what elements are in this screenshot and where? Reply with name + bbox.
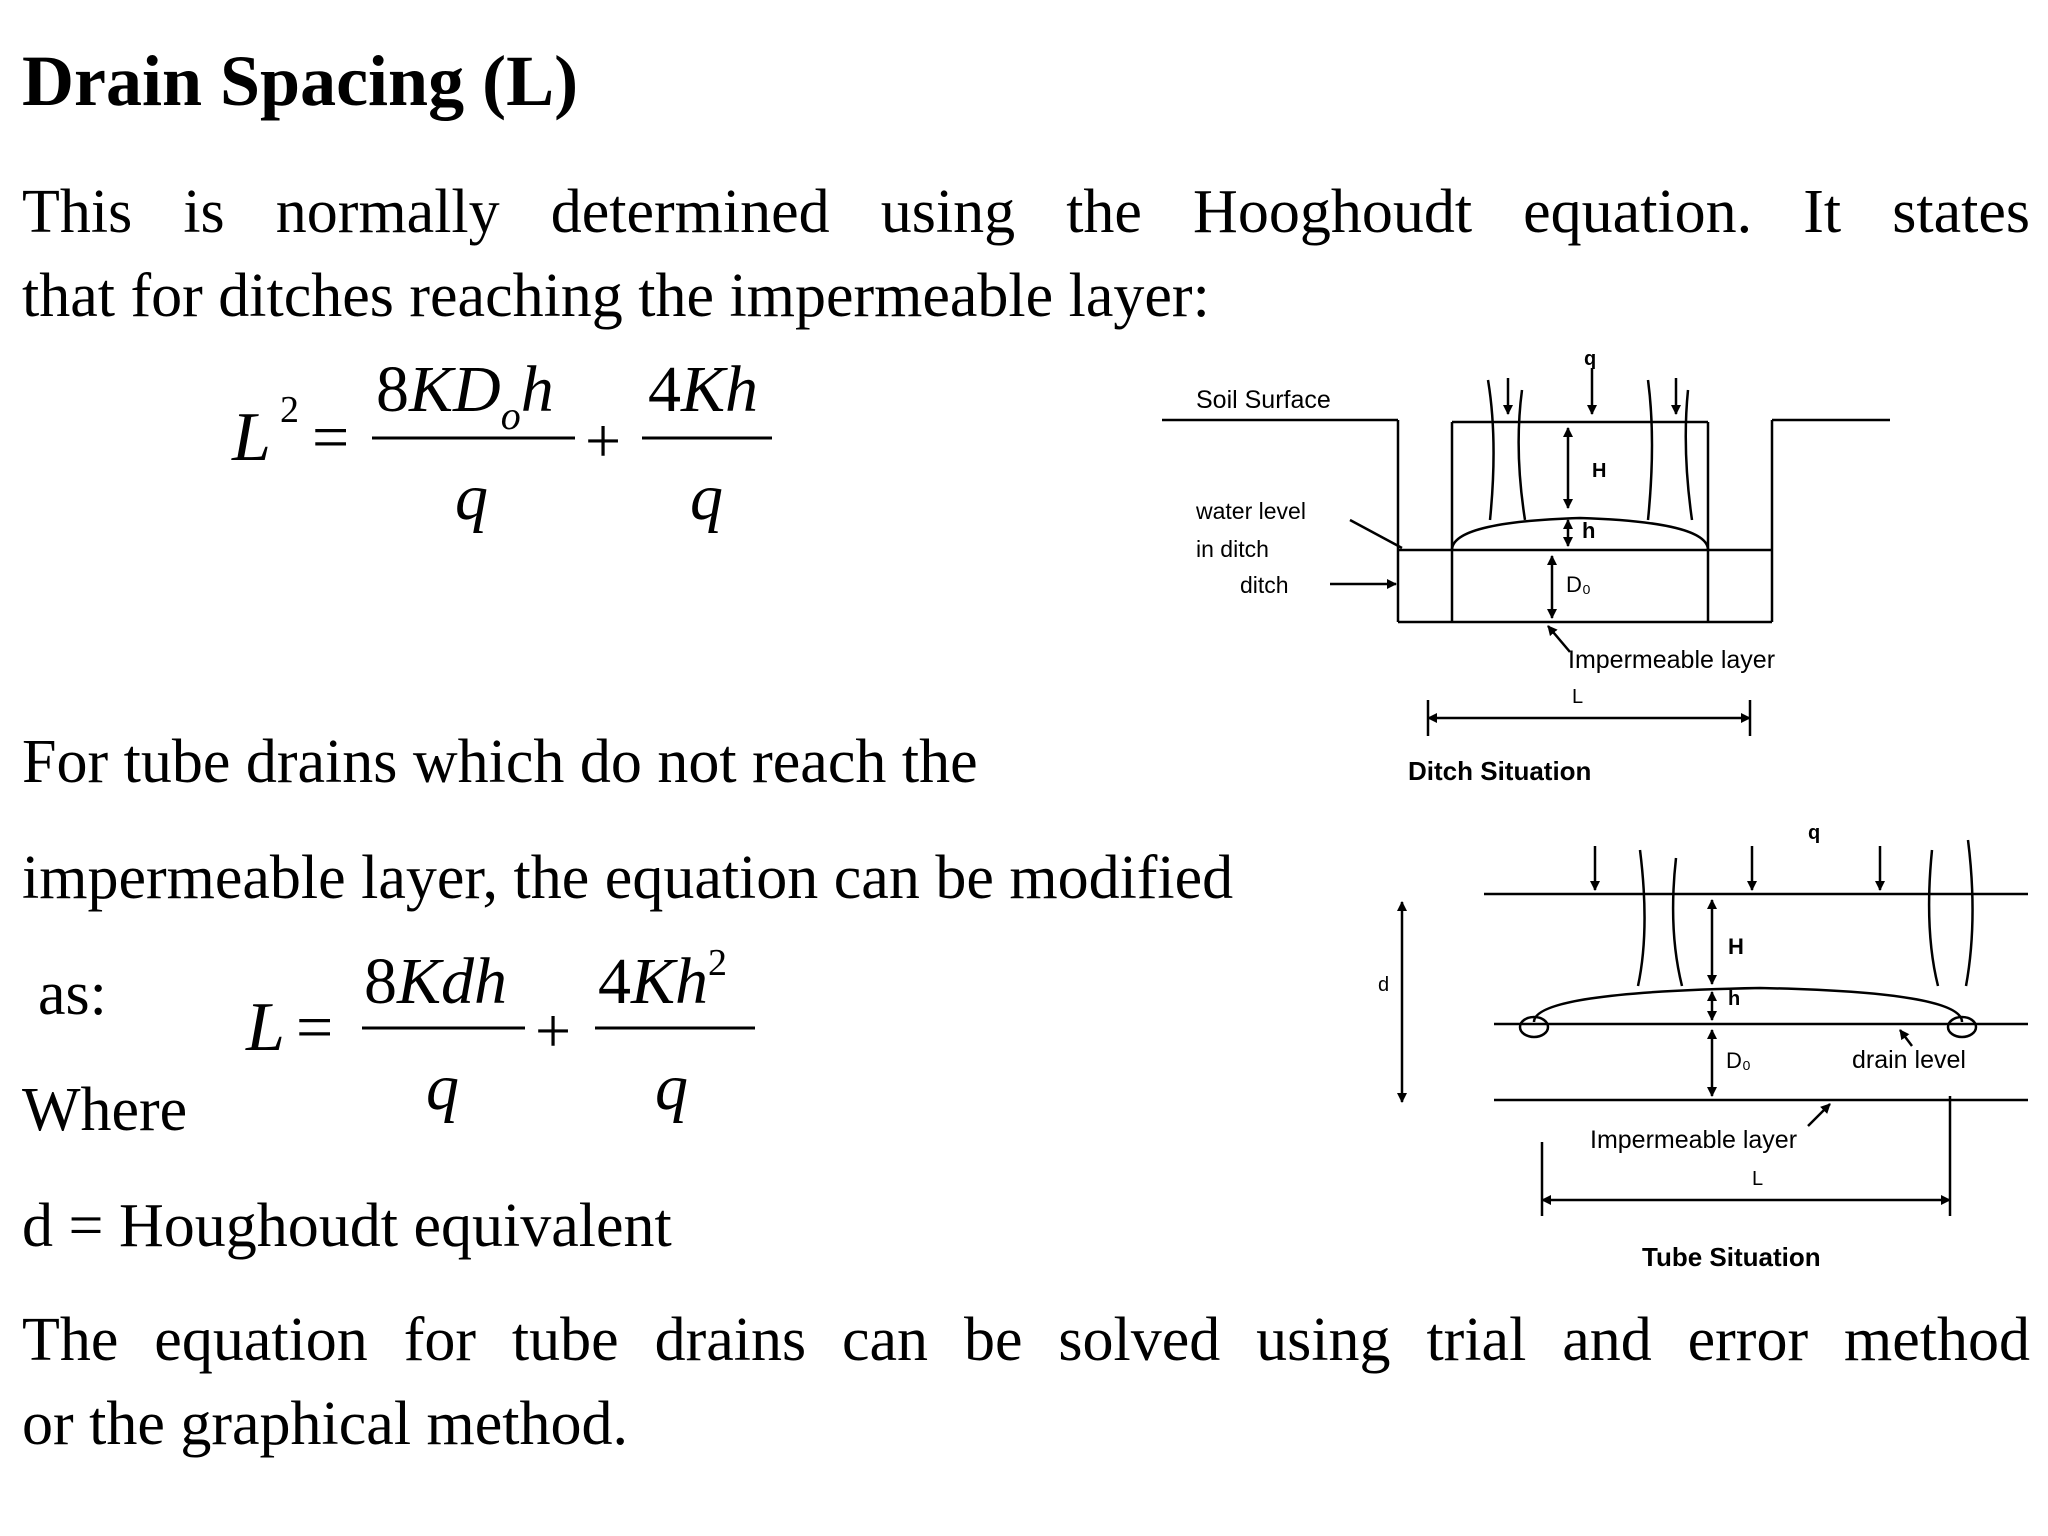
- eq1-num1-subscript: o: [500, 393, 521, 438]
- tube-text-as: as:: [38, 960, 107, 1028]
- conclusion-line-2: or the graphical method.: [22, 1390, 629, 1458]
- eq2-num2-var: Kh: [631, 945, 709, 1018]
- tube-Do-label: D₀: [1726, 1048, 1752, 1073]
- tube-water-table-curve: [1532, 986, 1964, 1023]
- tube-flow-line-3: [1927, 849, 1940, 987]
- ditch-H-label: H: [1592, 460, 1607, 482]
- eq1-den2: q: [690, 461, 723, 534]
- tube-h-label: h: [1728, 988, 1741, 1010]
- water-level-pointer: [1349, 518, 1403, 550]
- eq1-num2-coef: 4: [648, 353, 681, 426]
- tube-impermeable-pointer: [1807, 1103, 1831, 1127]
- flow-line-4: [1684, 389, 1694, 521]
- eq2-num2-coef: 4: [598, 945, 631, 1018]
- tube-impermeable-label: Impermeable layer: [1590, 1126, 1798, 1154]
- eq2-num2-exponent: 2: [708, 942, 728, 984]
- tube-q-label: q: [1808, 822, 1821, 844]
- eq2-lhs: L: [246, 989, 285, 1066]
- eq2-num1-var: Kdh: [397, 945, 508, 1018]
- tube-diagram: [1397, 839, 2028, 1216]
- intro-line-1: This is normally determined using the Ho…: [22, 178, 2030, 246]
- tube-d-label: d: [1378, 974, 1390, 996]
- eq1-num2: 4Kh: [648, 352, 758, 428]
- eq2-plus: +: [535, 995, 572, 1066]
- ditch-diagram: [1162, 368, 1890, 736]
- eq2-num2: 4Kh2: [598, 942, 728, 1020]
- soil-surface-label: Soil Surface: [1196, 386, 1331, 414]
- tube-flow-line-1: [1636, 849, 1646, 987]
- eq1-num1-h: h: [520, 353, 554, 426]
- eq2-den2: q: [655, 1051, 688, 1124]
- ditch-h-label: h: [1582, 518, 1596, 543]
- water-level-label-1: water level: [1196, 498, 1306, 524]
- water-level-label-2: in ditch: [1196, 536, 1269, 562]
- conclusion-line-1: The equation for tube drains can be solv…: [22, 1306, 2030, 1374]
- ditch-L-label: L: [1572, 686, 1584, 708]
- page-title: Drain Spacing (L): [22, 41, 579, 121]
- eq2-num1-coef: 8: [364, 945, 397, 1018]
- eq2-den1: q: [426, 1051, 459, 1124]
- tube-L-label: L: [1752, 1168, 1764, 1190]
- tube-text-line-2: impermeable layer, the equation can be m…: [22, 844, 1234, 912]
- eq1-num1-var: KD: [409, 353, 501, 426]
- drain-pipe-right: [1946, 1015, 1978, 1039]
- water-table-curve: [1450, 516, 1710, 551]
- flow-line-3: [1646, 379, 1654, 521]
- eq1-num1-coef: 8: [376, 353, 409, 426]
- eq1-lhs-exponent: 2: [280, 389, 299, 431]
- ditch-impermeable-label: Impermeable layer: [1568, 646, 1776, 674]
- ditch-label: ditch: [1240, 572, 1289, 598]
- tube-H-label: H: [1728, 934, 1744, 959]
- tube-flow-line-2: [1671, 857, 1684, 987]
- ditch-q-label: q: [1584, 348, 1597, 370]
- tube-flow-line-4: [1964, 839, 1974, 987]
- eq2-num1: 8Kdh: [364, 944, 507, 1020]
- where-label: Where: [22, 1076, 188, 1144]
- tube-caption: Tube Situation: [1642, 1242, 1821, 1272]
- eq1-num2-var: Kh: [681, 353, 759, 426]
- eq1-equals: =: [312, 401, 350, 474]
- ditch-Do-label: D₀: [1566, 572, 1592, 597]
- intro-line-2: that for ditches reaching the impermeabl…: [22, 262, 1210, 330]
- eq1-num1: 8KDoh: [376, 352, 554, 438]
- drain-pipe-left: [1518, 1015, 1550, 1039]
- tube-text-line-1: For tube drains which do not reach the: [22, 728, 978, 796]
- eq2-equals: =: [296, 991, 334, 1064]
- definition-d: d = Houghoudt equivalent: [22, 1192, 672, 1260]
- ditch-caption: Ditch Situation: [1408, 756, 1592, 786]
- conclusion-paragraph: The equation for tube drains can be solv…: [22, 1298, 2030, 1466]
- drain-level-label: drain level: [1852, 1046, 1966, 1074]
- eq1-plus: +: [585, 405, 622, 476]
- flow-line-2: [1517, 389, 1527, 521]
- intro-paragraph: This is normally determined using the Ho…: [22, 170, 2030, 338]
- impermeable-pointer: [1547, 625, 1571, 653]
- eq1-den1: q: [455, 461, 488, 534]
- eq1-lhs: L: [232, 399, 271, 476]
- drain-level-pointer: [1899, 1029, 1913, 1047]
- flow-line-1: [1486, 379, 1495, 521]
